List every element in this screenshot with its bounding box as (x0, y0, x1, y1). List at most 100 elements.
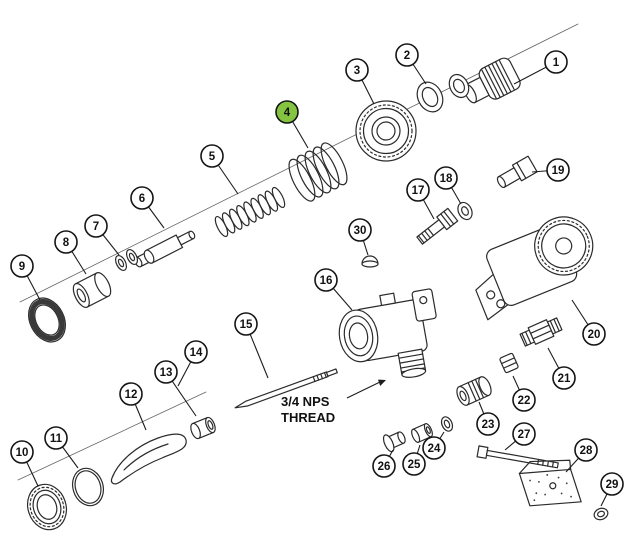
callout-bubble-12[interactable] (119, 382, 143, 406)
callout-bubble-11[interactable] (44, 426, 68, 450)
part-drawing-24 (440, 416, 454, 432)
callout-1[interactable]: 1 (513, 50, 568, 85)
callout-bubble-19[interactable] (546, 158, 570, 182)
part-drawing-20 (475, 216, 594, 321)
part-drawing-7 (114, 248, 139, 272)
part-drawing-8 (72, 272, 112, 308)
callout-number-15: 15 (240, 319, 253, 331)
part-drawing-10 (26, 483, 68, 531)
part-drawing-6 (134, 230, 196, 268)
callout-22[interactable]: 22 (512, 375, 536, 412)
part-drawing-28 (518, 459, 582, 507)
callout-bubble-24[interactable] (422, 436, 446, 460)
callout-bubble-23[interactable] (476, 412, 500, 436)
callout-bubble-7[interactable] (84, 214, 108, 238)
callout-7[interactable]: 7 (84, 214, 120, 256)
callout-number-18: 18 (440, 173, 453, 185)
callout-26[interactable]: 26 (372, 449, 396, 478)
callout-bubble-21[interactable] (552, 366, 576, 390)
part-drawing-3 (355, 100, 417, 162)
callout-bubble-3[interactable] (345, 58, 369, 82)
callout-28[interactable]: 28 (565, 438, 598, 473)
callout-number-8: 8 (63, 237, 70, 249)
callout-bubble-2[interactable] (395, 43, 419, 67)
callout-18[interactable]: 18 (434, 166, 462, 205)
callout-bubble-14[interactable] (184, 340, 208, 364)
callout-bubble-5[interactable] (200, 144, 224, 168)
callout-number-12: 12 (125, 389, 138, 401)
callout-number-10: 10 (16, 447, 29, 459)
callout-bubble-22[interactable] (512, 388, 536, 412)
callout-bubble-15[interactable] (234, 312, 258, 336)
callout-27[interactable]: 27 (504, 422, 536, 451)
thread-note: 3/4 NPS THREAD (281, 379, 386, 425)
callout-19[interactable]: 19 (531, 158, 570, 182)
callout-24[interactable]: 24 (422, 431, 446, 460)
callout-bubble-17[interactable] (406, 178, 430, 202)
callout-12[interactable]: 12 (119, 382, 147, 431)
callout-number-26: 26 (378, 461, 391, 473)
callout-3[interactable]: 3 (345, 58, 375, 105)
callout-4[interactable]: 4 (275, 100, 309, 149)
callout-30[interactable]: 30 (348, 218, 372, 256)
callout-bubble-30[interactable] (348, 218, 372, 242)
callout-bubble-16[interactable] (314, 268, 338, 292)
part-drawing-30 (361, 255, 379, 268)
callout-bubble-29[interactable] (600, 472, 624, 496)
callout-number-2: 2 (404, 50, 410, 62)
callout-15[interactable]: 15 (234, 312, 269, 379)
callout-14[interactable]: 14 (177, 340, 208, 387)
part-drawing-17 (416, 207, 459, 245)
callout-number-9: 9 (19, 261, 25, 273)
callout-number-24: 24 (428, 443, 441, 455)
callout-9[interactable]: 9 (10, 254, 41, 301)
callout-10[interactable]: 10 (10, 440, 39, 487)
callout-bubble-25[interactable] (402, 452, 426, 476)
callout-layer: 1234567891011121314151617181920212223242… (10, 43, 624, 507)
callout-number-6: 6 (139, 193, 145, 205)
callout-11[interactable]: 11 (44, 426, 79, 469)
part-drawing-13 (190, 416, 216, 440)
callout-13[interactable]: 13 (154, 360, 197, 417)
callout-number-21: 21 (558, 373, 571, 385)
callout-number-19: 19 (552, 165, 565, 177)
callout-29[interactable]: 29 (600, 472, 624, 507)
callout-23[interactable]: 23 (476, 401, 500, 436)
part-drawing-19 (496, 155, 538, 189)
callout-number-30: 30 (354, 225, 367, 237)
callout-bubble-10[interactable] (10, 440, 34, 464)
callout-bubble-9[interactable] (10, 254, 34, 278)
callout-5[interactable]: 5 (200, 144, 239, 195)
callout-bubble-13[interactable] (154, 360, 178, 384)
callout-bubble-highlighted-4[interactable] (275, 100, 299, 124)
callout-number-29: 29 (606, 479, 619, 491)
part-drawing-1-ring (448, 73, 470, 99)
callout-bubble-18[interactable] (434, 166, 458, 190)
callout-number-20: 20 (588, 329, 601, 341)
part-drawing-29 (593, 507, 609, 521)
callout-number-1: 1 (553, 57, 560, 69)
callout-16[interactable]: 16 (314, 268, 353, 311)
callout-2[interactable]: 2 (395, 43, 427, 85)
part-drawing-23 (456, 376, 492, 406)
callout-6[interactable]: 6 (130, 186, 165, 229)
callout-bubble-1[interactable] (544, 50, 568, 74)
callout-bubble-26[interactable] (372, 454, 396, 478)
part-drawing-4 (288, 142, 348, 202)
callout-bubble-8[interactable] (54, 230, 78, 254)
callout-bubble-28[interactable] (574, 438, 598, 462)
part-drawing-5 (214, 186, 286, 238)
part-drawing-21 (519, 317, 563, 347)
callout-8[interactable]: 8 (54, 230, 87, 275)
callout-bubble-27[interactable] (512, 422, 536, 446)
callout-21[interactable]: 21 (547, 347, 576, 390)
callout-bubble-6[interactable] (130, 186, 154, 210)
callout-25[interactable]: 25 (402, 444, 426, 476)
callout-number-5: 5 (209, 151, 216, 163)
callout-17[interactable]: 17 (406, 178, 435, 220)
callout-bubble-20[interactable] (582, 322, 606, 346)
callout-number-25: 25 (408, 459, 421, 471)
callout-20[interactable]: 20 (571, 299, 606, 346)
